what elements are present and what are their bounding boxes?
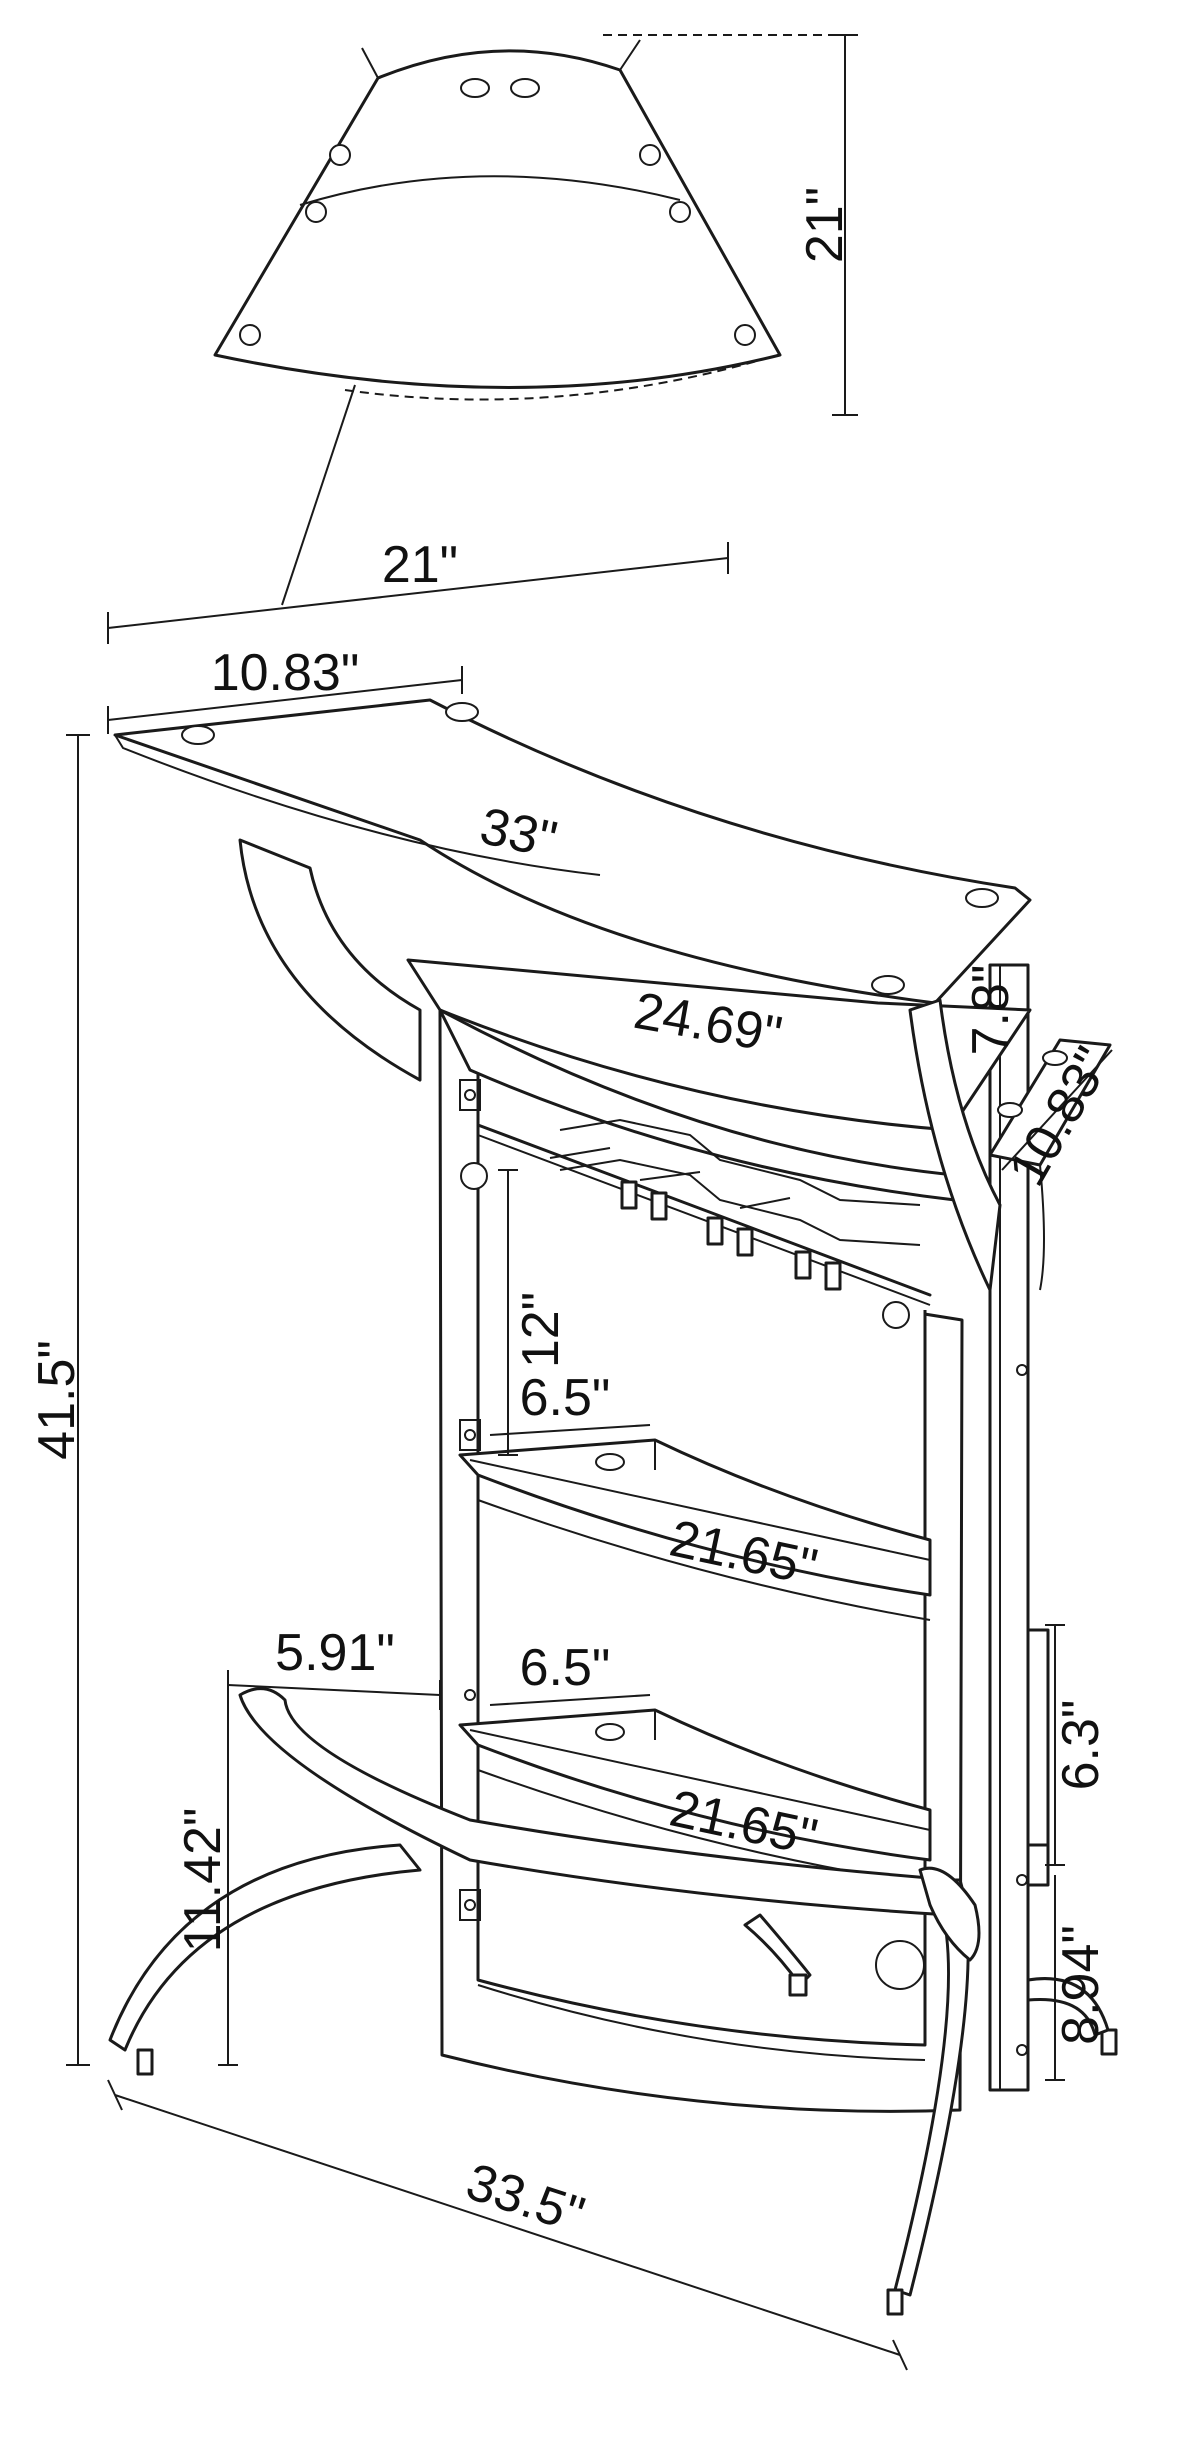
- top-depth-label: 21": [796, 187, 854, 263]
- side-panel-height-label: 6.3": [1052, 1700, 1110, 1791]
- top-view-width-dimension: 21": [107, 536, 729, 644]
- front-right-curved-leg: [908, 998, 1002, 1292]
- top-width-label: 21": [382, 536, 458, 594]
- footrest-offset-label: 5.91": [275, 1624, 395, 1682]
- side-foot-height-label: 8.94": [1052, 1925, 1110, 2045]
- overall-height-label: 41.5": [28, 1340, 86, 1460]
- upper-shelf: [458, 1438, 932, 1621]
- top-view-plan: [213, 34, 845, 606]
- side-thickness-label: 7.8": [962, 965, 1020, 1056]
- dim-footrest-height: 11.42": [174, 1700, 238, 2066]
- wine-rack: [460, 1118, 932, 1329]
- main-top-surface: [113, 698, 1032, 1005]
- dim-side-foot-height: 8.94": [1045, 1875, 1110, 2081]
- dim-footrest-offset: 5.91": [227, 1624, 441, 1710]
- footrest-height-label: 11.42": [174, 1808, 232, 1953]
- rack-gap-label: 12": [512, 1292, 570, 1368]
- dim-overall-height: 41.5": [28, 734, 90, 2066]
- frame-hinges: [459, 1079, 481, 1921]
- left-curved-support: [238, 838, 422, 1082]
- upper-shelf-depth-label: 6.5": [520, 1369, 611, 1427]
- bottom-base: [477, 1913, 926, 2061]
- dim-base-width: 33.5": [107, 2079, 908, 2371]
- footrest-assembly: [108, 1687, 1118, 2316]
- dim-side-panel-height: 6.3": [1045, 1624, 1110, 1866]
- right-side-top: [988, 1038, 1112, 1291]
- dim-rack-gap: 12": [498, 1169, 570, 1456]
- top-left-width-label: 10.83": [211, 644, 360, 702]
- right-side-panel: [1026, 1628, 1050, 1887]
- lower-shelf-depth-label: 6.5": [520, 1639, 611, 1697]
- lower-shelf: [458, 1708, 932, 1886]
- dim-top-left-width: 10.83": [107, 644, 463, 734]
- top-view-depth-dimension: 21": [796, 34, 858, 416]
